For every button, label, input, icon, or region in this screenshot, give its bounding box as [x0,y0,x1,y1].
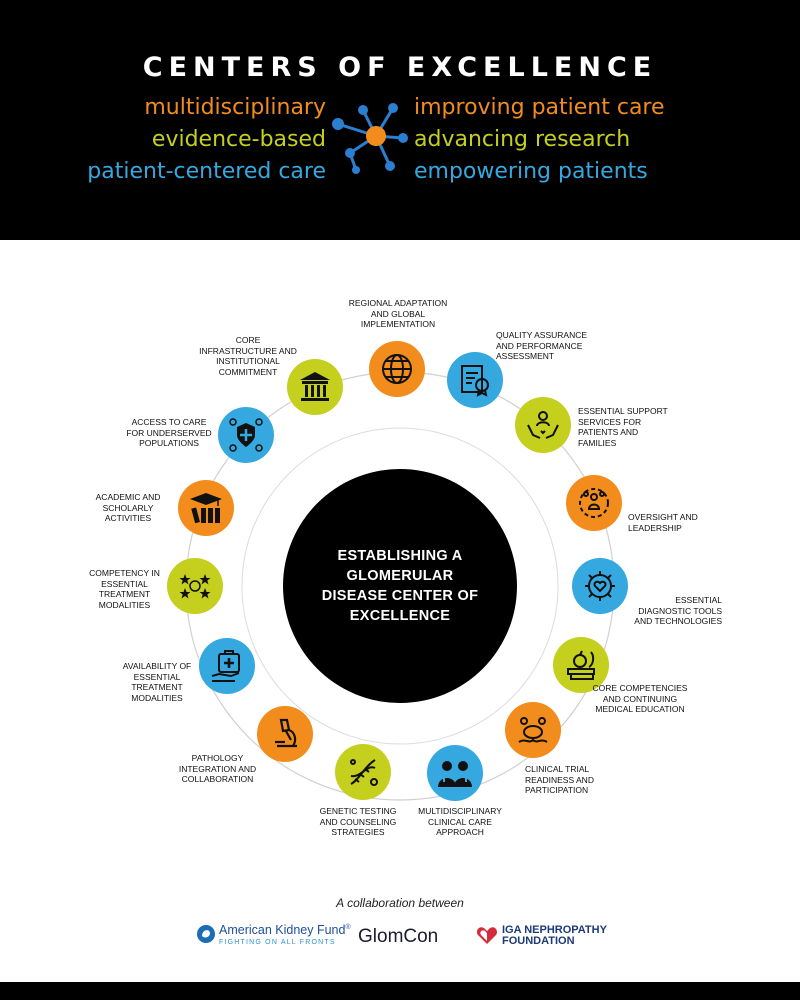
label-clinical-trial: CLINICAL TRIAL READINESS AND PARTICIPATI… [525,764,594,795]
node-genetic-testing [335,744,391,800]
node-competency-treatment [167,558,223,614]
akf-name: American Kidney Fund [219,923,346,937]
tagline-left-3: patient-centered care [87,159,326,184]
stars-icon [179,574,211,599]
tagline-right-2: advancing research [414,127,631,152]
akf-registered-mark: ® [345,923,351,931]
akf-tagline: FIGHTING ON ALL FRONTS [219,939,336,946]
label-support-services: ESSENTIAL SUPPORT SERVICES FOR PATIENTS … [578,406,668,448]
node-oversight [566,475,622,531]
node-multidisciplinary-care [427,745,483,801]
label-multidisciplinary-care: MULTIDISCIPLINARY CLINICAL CARE APPROACH [418,806,502,837]
label-oversight: OVERSIGHT AND LEADERSHIP [628,512,698,533]
header-banner: CENTERS OF EXCELLENCE multidisciplinary … [0,0,800,240]
akf-logo: American Kidney Fund® FIGHTING ON ALL FR… [196,922,351,952]
shield-cross-icon [229,418,263,452]
gear-heart-icon [585,571,615,601]
glomcon-logo: GlomCon [358,926,439,947]
iga-line-1: IGA NEPHROPATHY [502,924,607,936]
label-availability-treatment: AVAILABILITY OF ESSENTIAL TREATMENT MODA… [122,661,192,703]
collab-text: A collaboration between [336,896,464,910]
institution-icon [300,372,330,401]
label-regional-adaptation: REGIONAL ADAPTATION AND GLOBAL IMPLEMENT… [348,298,448,329]
node-diagnostic-tools [572,558,628,614]
node-core-competencies [553,637,609,693]
label-core-infrastructure: CORE INFRASTRUCTURE AND INSTITUTIONAL CO… [199,335,297,377]
clinical-trial-icon [518,717,548,743]
label-access-to-care: ACCESS TO CARE FOR UNDERSERVED POPULATIO… [126,417,212,448]
label-core-competencies: CORE COMPETENCIES AND CONTINUING MEDICAL… [592,683,688,714]
tagline-right-1: improving patient care [414,95,665,120]
heart-icon [476,927,498,944]
certificate-icon [461,365,489,397]
akf-emblem-icon [197,925,215,943]
label-genetic-testing: GENETIC TESTING AND COUNSELING STRATEGIE… [319,806,397,837]
footer-bar [0,982,800,1000]
tagline-right-3: empowering patients [414,159,648,184]
label-competency-treatment: COMPETENCY IN ESSENTIAL TREATMENT MODALI… [89,568,160,610]
tagline-left-1: multidisciplinary [144,95,326,120]
node-quality-assurance [447,352,503,408]
label-academic: ACADEMIC AND SCHOLARLY ACTIVITIES [95,492,161,523]
label-diagnostic-tools: ESSENTIAL DIAGNOSTIC TOOLS AND TECHNOLOG… [634,595,722,626]
leadership-icon [579,488,609,518]
node-academic [178,480,234,536]
node-clinical-trial [505,702,561,758]
page-title: CENTERS OF EXCELLENCE [142,52,658,83]
medical-kit-icon [211,650,240,682]
node-access-to-care [218,407,274,463]
dna-icon [350,759,378,786]
doctors-icon [438,761,472,787]
books-apple-icon [567,650,595,680]
label-quality-assurance: QUALITY ASSURANCE AND PERFORMANCE ASSESS… [496,330,588,361]
node-support-services [515,397,571,453]
center-circle: ESTABLISHING A GLOMERULAR DISEASE CENTER… [283,469,517,703]
iga-logo: IGA NEPHROPATHY FOUNDATION [476,922,616,952]
node-availability-treatment [199,638,255,694]
center-text: ESTABLISHING A GLOMERULAR DISEASE CENTER… [321,548,479,624]
node-core-infrastructure [287,359,343,415]
node-regional-adaptation [369,341,425,397]
label-pathology: PATHOLOGY INTEGRATION AND COLLABORATION [178,753,257,784]
iga-line-2: FOUNDATION [502,935,575,947]
microscope-icon [275,718,297,748]
tagline-left-2: evidence-based [151,127,326,152]
network-hub-icon [332,103,408,174]
node-pathology [257,706,313,762]
caring-hands-icon [527,411,559,439]
globe-icon [382,354,412,384]
graduation-books-icon [190,493,222,524]
